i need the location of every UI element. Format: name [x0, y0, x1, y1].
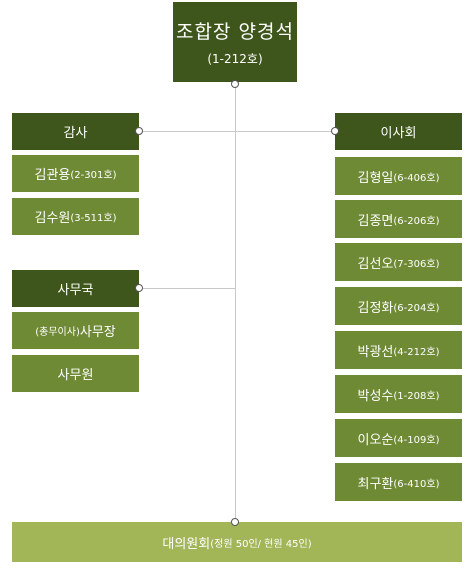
member-room: (4-109호) [393, 434, 440, 446]
board-connector-dot [331, 127, 339, 135]
member-name: 김선오 [357, 256, 394, 272]
staff-label: 사무원 [57, 368, 94, 383]
audit-board-connector [139, 131, 337, 132]
board-member: 박광선(4-212호) [335, 331, 462, 369]
member-room: (7-306호) [393, 258, 440, 270]
office-header-label: 사무국 [57, 283, 94, 298]
board-member: 이오순(4-109호) [335, 419, 462, 457]
office-header: 사무국 [12, 270, 139, 307]
board-member: 김선오(7-306호) [335, 243, 462, 281]
member-room: (1-208호) [393, 390, 440, 402]
director-title: 사무장 [79, 325, 116, 340]
audit-connector-dot [135, 127, 143, 135]
member-name: 박광선 [357, 344, 394, 360]
top-connector-dot [231, 80, 239, 88]
audit-header-label: 감사 [63, 126, 88, 141]
board-header: 이사회 [335, 113, 462, 150]
office-connector-dot [135, 284, 143, 292]
chairman-room: (1-212호) [207, 52, 263, 66]
member-room: (6-410호) [393, 478, 440, 490]
board-member: 박성수(1-208호) [335, 375, 462, 413]
assembly-connector-dot [231, 518, 239, 526]
member-room: (6-406호) [393, 172, 440, 184]
board-member: 김형일(6-406호) [335, 157, 462, 195]
member-name: 김수원 [34, 211, 71, 226]
member-room: (6-206호) [393, 215, 440, 227]
member-room: (3-511호) [70, 213, 117, 224]
board-member: 최구환(6-410호) [335, 463, 462, 501]
member-room: (2-301호) [70, 170, 117, 181]
audit-member: 김관용(2-301호) [12, 155, 139, 192]
member-room: (4-212호) [393, 346, 440, 358]
member-name: 이오순 [357, 432, 394, 448]
office-director: (총무이사)사무장 [12, 312, 139, 349]
member-name: 최구환 [357, 476, 394, 492]
vertical-connector [235, 84, 236, 522]
assembly-name: 대의원회 [162, 536, 211, 552]
board-member: 김종면(6-206호) [335, 200, 462, 238]
director-prefix: (총무이사) [35, 327, 80, 338]
member-name: 박성수 [357, 388, 394, 404]
member-name: 김형일 [357, 170, 394, 186]
chairman-box: 조합장 양경석 (1-212호) [173, 2, 297, 82]
audit-header: 감사 [12, 113, 139, 150]
member-name: 김정화 [357, 300, 394, 316]
assembly-detail: (정원 50인/ 현원 45인) [210, 538, 312, 550]
audit-member: 김수원(3-511호) [12, 198, 139, 235]
member-room: (6-204호) [393, 302, 440, 314]
office-connector [139, 288, 236, 289]
board-header-label: 이사회 [380, 126, 417, 141]
office-staff: 사무원 [12, 355, 139, 392]
assembly-box: 대의원회(정원 50인/ 현원 45인) [12, 522, 462, 562]
board-member: 김정화(6-204호) [335, 287, 462, 325]
member-name: 김관용 [34, 168, 71, 183]
member-name: 김종면 [357, 213, 394, 229]
chairman-name: 조합장 양경석 [176, 21, 294, 43]
